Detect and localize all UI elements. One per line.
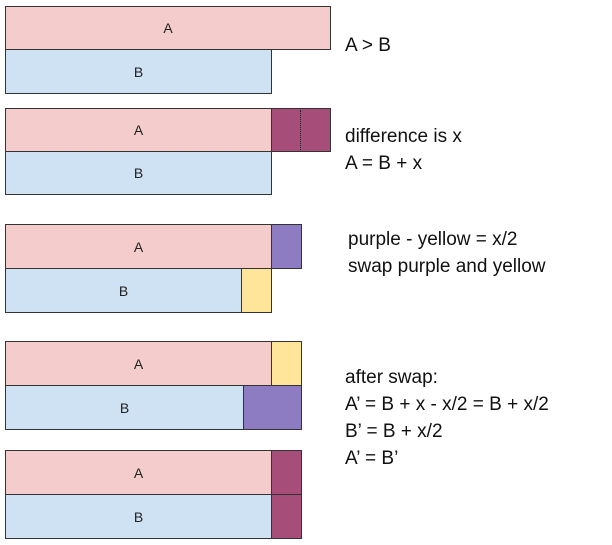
caption-row2-line1: difference is x (345, 126, 462, 147)
caption-row3-line1: purple - yellow = x/2 (348, 229, 518, 250)
equal-block-a (271, 450, 302, 495)
purple-block (271, 224, 302, 269)
caption-row1: A > B (345, 35, 391, 56)
bar-a-1: A (5, 6, 331, 50)
bar-a-4: A (5, 341, 272, 386)
caption-row4-line2: A’ = B + x - x/2 = B + x/2 (345, 394, 549, 415)
yellow-block (241, 268, 272, 313)
caption-row3-line2: swap purple and yellow (348, 256, 546, 277)
swapped-yellow-block (271, 341, 302, 386)
difference-midline (300, 110, 301, 150)
bar-b-4: B (5, 385, 244, 430)
caption-row4-line1: after swap: (345, 367, 438, 388)
bar-a-3: A (5, 224, 272, 269)
equal-block-b (271, 494, 302, 539)
bar-a-5: A (5, 450, 272, 495)
bar-b-3: B (5, 268, 242, 313)
caption-row4-line3: B’ = B + x/2 (345, 421, 443, 442)
bar-b-2: B (5, 151, 272, 195)
swapped-purple-block (243, 385, 302, 430)
caption-row2-line2: A = B + x (345, 153, 423, 174)
difference-block (271, 108, 331, 152)
caption-row4-line4: A’ = B’ (345, 448, 399, 469)
bar-a-2: A (5, 108, 272, 152)
bar-b-1: B (5, 49, 272, 94)
bar-b-5: B (5, 494, 272, 539)
